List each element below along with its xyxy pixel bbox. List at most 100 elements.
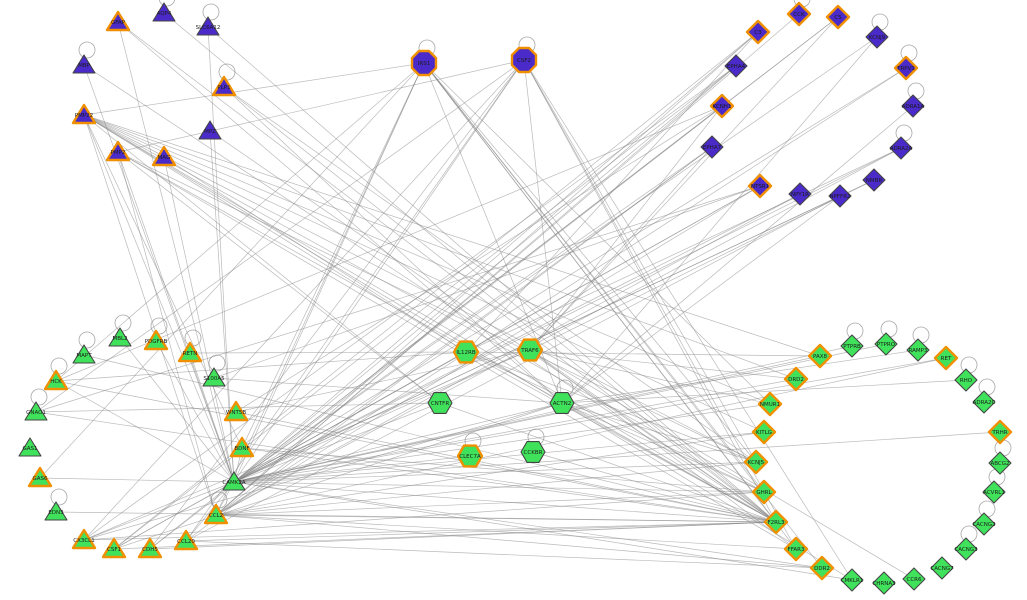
node-d1[interactable] <box>745 19 771 45</box>
node-d9[interactable] <box>700 135 724 159</box>
edge-t13-t11[interactable] <box>185 481 235 542</box>
edge-h3-p6[interactable] <box>83 114 441 404</box>
node-h2[interactable] <box>516 338 544 362</box>
node-g22[interactable] <box>840 568 864 592</box>
edge-d6-t12[interactable] <box>215 67 907 516</box>
node-t16[interactable] <box>202 367 226 387</box>
edge-o2-t10[interactable] <box>149 59 525 550</box>
node-g12[interactable] <box>743 449 769 475</box>
edge-t13-d9[interactable] <box>233 146 713 483</box>
self-loop-edge-d10[interactable] <box>895 124 913 142</box>
edge-t13-p7[interactable] <box>209 130 235 483</box>
edge-g16-h6[interactable] <box>532 451 777 523</box>
node-g1[interactable] <box>807 343 833 369</box>
node-t2[interactable] <box>72 344 96 364</box>
node-h6[interactable] <box>520 441 546 463</box>
edge-t13-p9[interactable] <box>163 156 235 483</box>
edge-h4-g12[interactable] <box>561 402 757 463</box>
node-g14[interactable] <box>751 479 777 505</box>
node-g13[interactable] <box>988 451 1012 475</box>
edge-t13-g16[interactable] <box>233 481 777 523</box>
node-d10[interactable] <box>889 136 913 160</box>
node-p4[interactable] <box>72 54 96 74</box>
edge-g18-t12[interactable] <box>215 514 797 550</box>
edge-h4-t16[interactable] <box>213 377 563 404</box>
edge-g20-t11[interactable] <box>185 540 823 569</box>
self-loop-edge-g19[interactable] <box>960 525 978 543</box>
node-g8[interactable] <box>757 391 783 417</box>
node-p9[interactable] <box>151 145 177 167</box>
edge-d5-t9[interactable] <box>113 65 737 550</box>
node-g10[interactable] <box>751 419 777 445</box>
edge-o1-g18[interactable] <box>423 62 797 550</box>
edge-t13-p6[interactable] <box>83 114 235 483</box>
edge-d13-t11[interactable] <box>185 195 841 542</box>
node-d14[interactable] <box>862 168 886 192</box>
node-d13[interactable] <box>828 184 852 208</box>
edge-o2-t4[interactable] <box>35 59 525 413</box>
edge-h2-d9[interactable] <box>529 146 713 351</box>
edge-p6-g5[interactable] <box>83 114 797 380</box>
edge-g16-t10[interactable] <box>149 521 777 550</box>
edge-p6-t14[interactable] <box>83 114 243 449</box>
node-t13[interactable] <box>222 471 246 491</box>
edge-o1-g20[interactable] <box>423 62 823 569</box>
edge-o1-t3[interactable] <box>55 62 425 382</box>
edge-h4-d4[interactable] <box>561 36 878 404</box>
edge-h4-d13[interactable] <box>561 195 841 404</box>
edge-o2-g12[interactable] <box>523 59 757 463</box>
edge-g16-t12[interactable] <box>215 514 777 523</box>
edge-t13-t8[interactable] <box>83 481 235 541</box>
edge-p8-g12[interactable] <box>117 151 757 463</box>
node-p2[interactable] <box>152 2 176 22</box>
node-d2[interactable] <box>786 1 812 27</box>
edge-g16-t4[interactable] <box>35 411 777 523</box>
node-o1[interactable] <box>410 49 438 77</box>
node-p7[interactable] <box>198 120 222 140</box>
edge-d12-t12[interactable] <box>215 193 801 516</box>
edge-g14-t14[interactable] <box>241 447 765 493</box>
self-loop-edge-p4[interactable] <box>78 41 96 59</box>
self-loop-edge-g17[interactable] <box>978 500 996 518</box>
edge-h2-g8[interactable] <box>529 349 771 405</box>
edge-h1-d11[interactable] <box>465 185 761 353</box>
edge-h4-t9[interactable] <box>113 402 563 550</box>
edge-h2-g24[interactable] <box>529 349 915 580</box>
edge-t13-d5[interactable] <box>233 65 737 483</box>
node-t8[interactable] <box>71 528 97 550</box>
node-d7[interactable] <box>709 93 735 119</box>
edge-t13-d1[interactable] <box>233 31 759 483</box>
edge-d9-t12[interactable] <box>215 146 713 516</box>
edge-d2-t12[interactable] <box>215 13 800 516</box>
edge-g16-t8[interactable] <box>83 521 777 541</box>
edge-d1-t9[interactable] <box>113 31 759 550</box>
edge-t13-d6[interactable] <box>233 67 907 483</box>
edge-d10-t12[interactable] <box>215 147 902 516</box>
node-d6[interactable] <box>893 55 919 81</box>
node-t17[interactable] <box>177 341 203 363</box>
node-g24[interactable] <box>902 567 926 591</box>
edge-o2-g22[interactable] <box>523 59 853 581</box>
edge-o1-g12[interactable] <box>423 62 757 463</box>
self-loop-edge-d8[interactable] <box>907 82 925 100</box>
edge-d5-t8[interactable] <box>83 65 737 541</box>
self-loop-edge-t17[interactable] <box>184 329 202 347</box>
edge-g10-t12[interactable] <box>215 431 765 516</box>
node-p1[interactable] <box>105 10 131 32</box>
edge-g16-p1[interactable] <box>117 21 777 523</box>
node-g21[interactable] <box>930 556 954 580</box>
edge-g7-h4[interactable] <box>561 379 967 404</box>
node-p8[interactable] <box>105 140 131 162</box>
node-t4[interactable] <box>24 401 48 421</box>
node-g23[interactable] <box>872 571 896 595</box>
node-t3[interactable] <box>43 369 69 391</box>
edge-g16-h3[interactable] <box>439 402 777 523</box>
self-loop-edge-t7[interactable] <box>50 488 68 506</box>
self-loop-edge-t16[interactable] <box>208 354 226 372</box>
edge-d7-t15[interactable] <box>235 105 723 413</box>
self-loop-edge-g9[interactable] <box>978 378 996 396</box>
edge-p6-g8[interactable] <box>83 114 771 405</box>
node-t7[interactable] <box>44 501 68 521</box>
node-t9[interactable] <box>101 537 127 559</box>
edge-g14-t12[interactable] <box>215 491 765 516</box>
